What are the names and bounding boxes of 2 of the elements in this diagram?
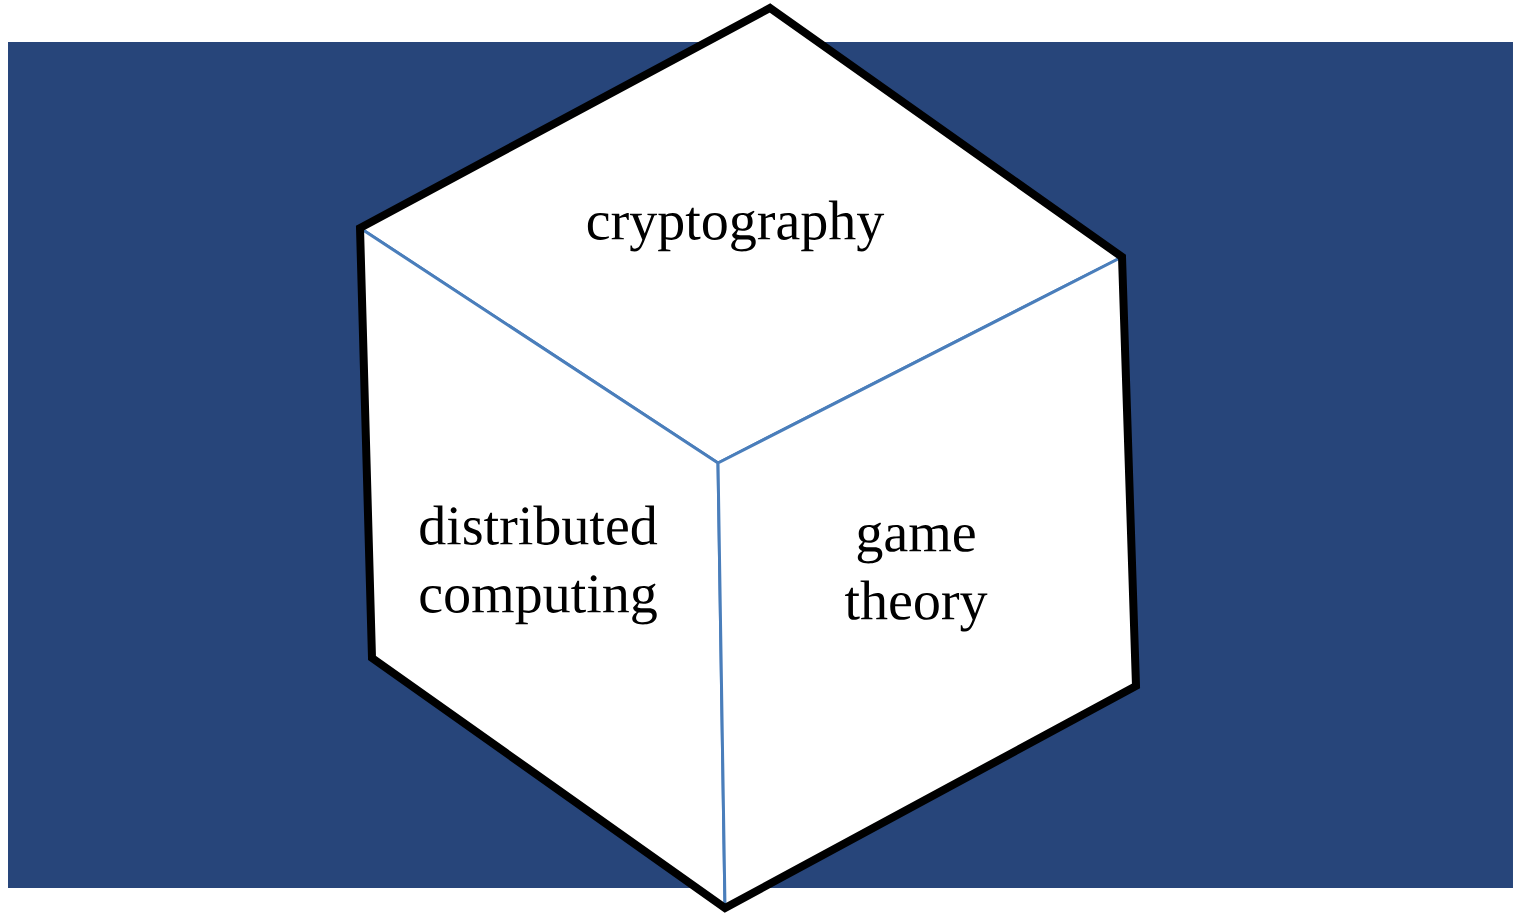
cube-face: cryptography: [358, 6, 1124, 465]
cube-face: game theory: [716, 255, 1138, 910]
